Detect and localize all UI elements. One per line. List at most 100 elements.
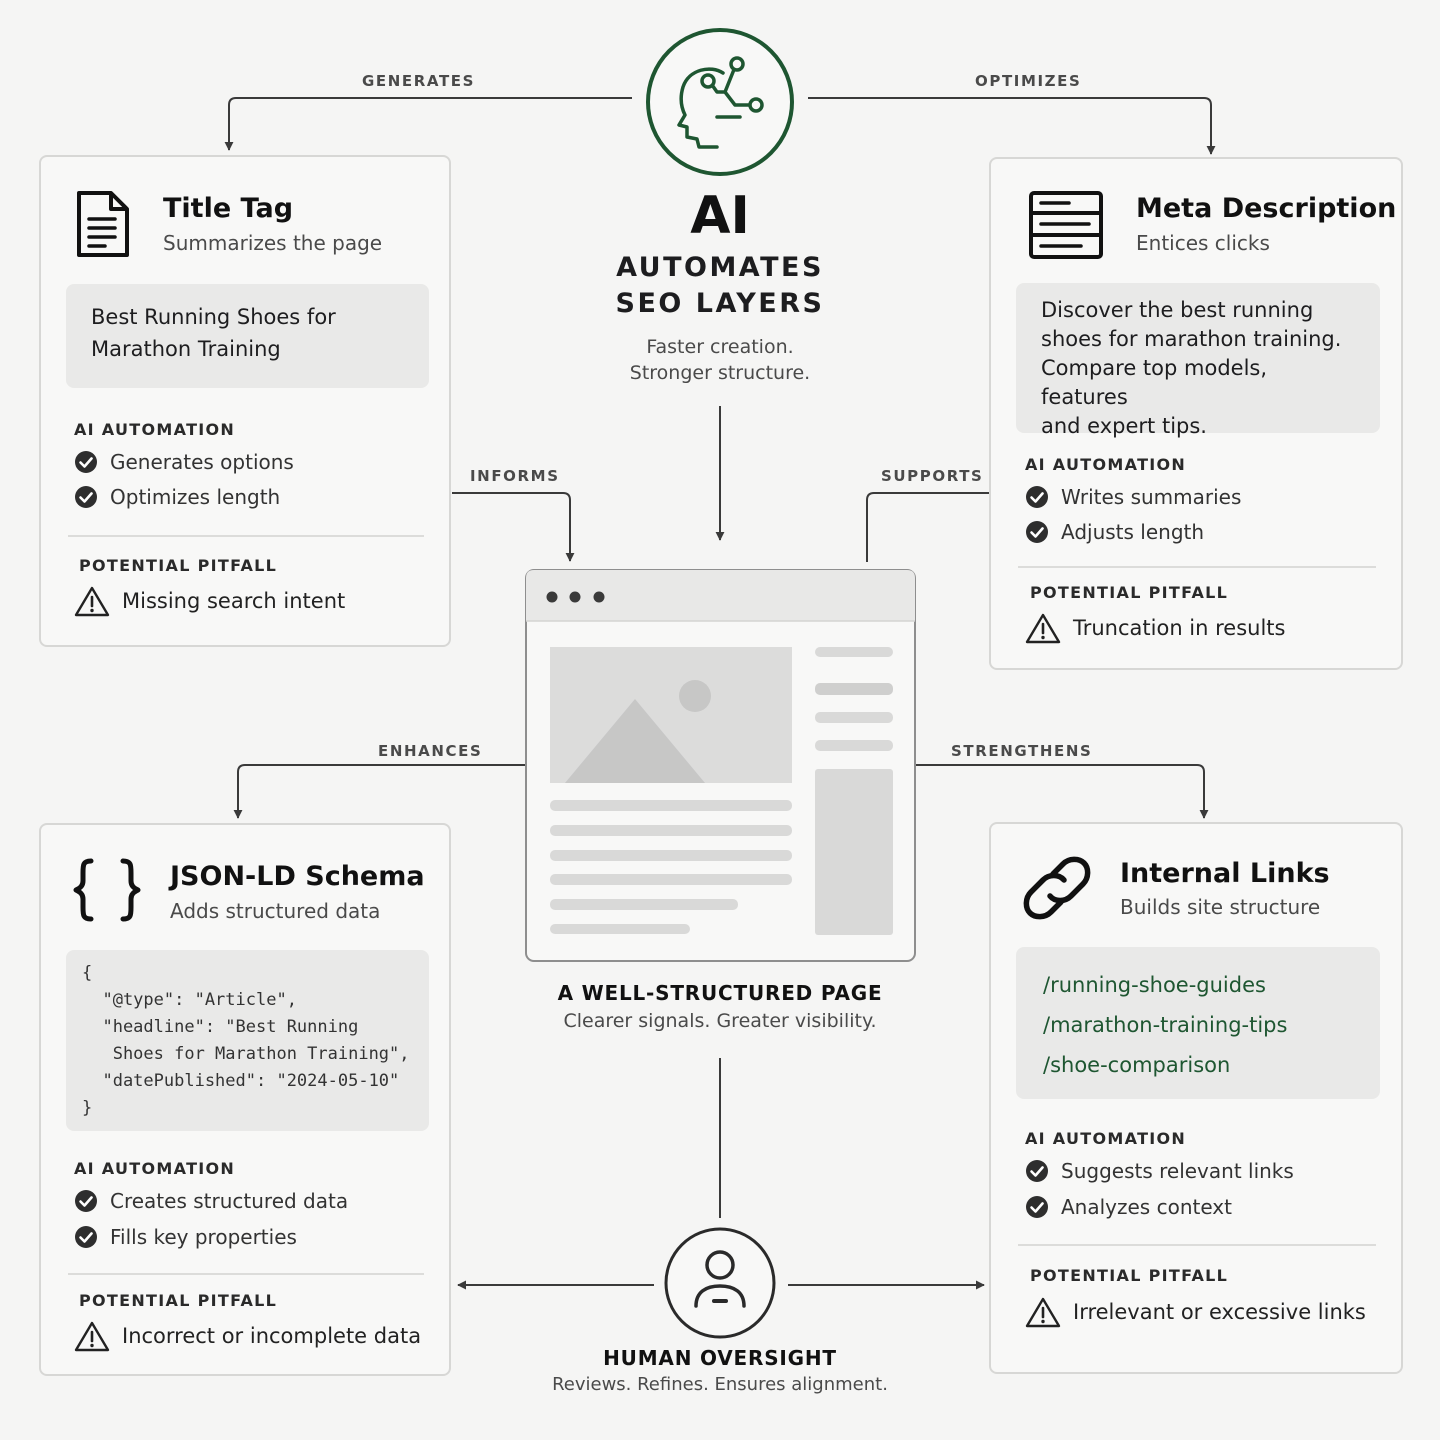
pitfall-text: Truncation in results	[1073, 616, 1286, 640]
automation-item-label: Optimizes length	[110, 485, 281, 509]
hub-tagline-line1: Faster creation.	[646, 336, 794, 358]
automation-item: Analyzes context	[1025, 1195, 1232, 1219]
check-circle-icon	[75, 1226, 97, 1248]
pitfall-text: Missing search intent	[122, 589, 346, 613]
pitfall-label: POTENTIAL PITFALL	[1030, 1266, 1229, 1285]
text-lines-icon	[1029, 191, 1103, 259]
card-json-ld-schema: JSON-LD Schema Adds structured data { "@…	[39, 823, 451, 1376]
card-subtitle: Builds site structure	[1120, 895, 1321, 919]
example-box: Discover the best running shoes for mara…	[1016, 283, 1380, 438]
connector-supports	[866, 492, 989, 562]
example-box: Best Running Shoes for Marathon Training	[66, 284, 429, 388]
hub-title: AI	[690, 186, 750, 246]
code-line: Shoes for Marathon Training",	[82, 1044, 410, 1064]
oversight-title: HUMAN OVERSIGHT	[603, 1346, 837, 1370]
check-circle-icon	[1026, 521, 1048, 543]
card-title: Internal Links	[1120, 858, 1330, 889]
connector-optimizes	[808, 97, 1216, 155]
check-circle-icon	[75, 451, 97, 473]
link-item[interactable]: /running-shoe-guides	[1043, 973, 1266, 997]
automation-item-label: Writes summaries	[1061, 485, 1242, 509]
card-subtitle: Summarizes the page	[163, 231, 383, 255]
chain-link-icon	[1023, 856, 1091, 920]
automation-item: Generates options	[74, 450, 294, 474]
pitfall-text: Irrelevant or excessive links	[1073, 1300, 1366, 1324]
page-title: A WELL-STRUCTURED PAGE	[557, 981, 883, 1005]
warning-icon	[74, 1321, 110, 1352]
automation-label: AI AUTOMATION	[74, 420, 236, 439]
hub-subtitle-line1: AUTOMATES	[616, 252, 824, 283]
pitfall-text: Incorrect or incomplete data	[122, 1324, 422, 1348]
automation-item: Fills key properties	[74, 1225, 297, 1249]
check-circle-icon	[1026, 1160, 1048, 1182]
card-internal-links: Internal Links Builds site structure /ru…	[989, 822, 1403, 1374]
warning-icon	[74, 586, 110, 617]
oversight-caption: Reviews. Refines. Ensures alignment.	[552, 1374, 888, 1395]
edge-label-strengthens: STRENGTHENS	[951, 742, 1093, 760]
automation-label: AI AUTOMATION	[74, 1159, 236, 1178]
pitfall-item: Truncation in results	[1025, 612, 1285, 644]
automation-item: Suggests relevant links	[1025, 1159, 1294, 1183]
document-icon	[77, 191, 129, 257]
automation-item-label: Analyzes context	[1061, 1195, 1232, 1219]
divider	[1018, 566, 1376, 568]
pitfall-item: Incorrect or incomplete data	[74, 1320, 421, 1352]
card-title-tag: Title Tag Summarizes the page Best Runni…	[39, 155, 451, 647]
example-line: and expert tips.	[1041, 414, 1207, 438]
example-line: Best Running Shoes for	[91, 305, 336, 329]
edge-label-enhances: ENHANCES	[378, 742, 483, 760]
pitfall-label: POTENTIAL PITFALL	[1030, 583, 1229, 602]
edge-label-optimizes: OPTIMIZES	[975, 72, 1082, 90]
hub-subtitle-line2: SEO LAYERS	[615, 288, 825, 319]
automation-label: AI AUTOMATION	[1025, 1129, 1187, 1148]
pitfall-item: Missing search intent	[74, 585, 345, 617]
link-item[interactable]: /marathon-training-tips	[1043, 1013, 1288, 1037]
page-caption: Clearer signals. Greater visibility.	[563, 1010, 877, 1032]
card-subtitle: Adds structured data	[170, 899, 381, 923]
divider	[1018, 1244, 1376, 1246]
pitfall-label: POTENTIAL PITFALL	[79, 1291, 278, 1310]
card-title: JSON-LD Schema	[170, 861, 425, 892]
divider	[68, 535, 424, 537]
card-title: Meta Description	[1136, 193, 1397, 224]
check-circle-icon	[75, 486, 97, 508]
check-circle-icon	[1026, 1196, 1048, 1218]
pitfall-label: POTENTIAL PITFALL	[79, 556, 278, 575]
connector-enhances	[233, 764, 526, 819]
divider	[68, 1273, 424, 1275]
automation-item: Writes summaries	[1025, 485, 1241, 509]
automation-item: Adjusts length	[1025, 520, 1204, 544]
automation-item: Optimizes length	[74, 485, 280, 509]
code-line: "@type": "Article",	[82, 990, 297, 1010]
curly-braces-icon	[73, 858, 141, 922]
code-box: { "@type": "Article", "headline": "Best …	[66, 950, 429, 1131]
automation-item-label: Adjusts length	[1061, 520, 1205, 544]
edge-label-informs: INFORMS	[470, 467, 560, 485]
example-line: shoes for marathon training.	[1041, 327, 1342, 351]
card-title: Title Tag	[163, 193, 294, 224]
automation-item-label: Generates options	[110, 450, 294, 474]
connector-strengthens	[915, 764, 1209, 819]
automation-item-label: Fills key properties	[110, 1225, 297, 1249]
connector-informs	[452, 492, 575, 562]
code-line: {	[82, 963, 93, 983]
person-icon	[664, 1227, 776, 1339]
warning-icon	[1025, 1297, 1061, 1328]
automation-item-label: Creates structured data	[110, 1189, 349, 1213]
example-line: Compare top models, features	[1041, 356, 1268, 409]
code-line: "headline": "Best Running	[82, 1017, 359, 1037]
check-circle-icon	[1026, 486, 1048, 508]
example-line: Marathon Training	[91, 337, 281, 361]
check-circle-icon	[75, 1190, 97, 1212]
browser-window-icon	[525, 569, 916, 962]
automation-item-label: Suggests relevant links	[1061, 1159, 1294, 1183]
automation-label: AI AUTOMATION	[1025, 455, 1187, 474]
pitfall-item: Irrelevant or excessive links	[1025, 1296, 1366, 1328]
card-subtitle: Entices clicks	[1136, 231, 1270, 255]
code-line: "datePublished": "2024-05-10"	[82, 1071, 400, 1091]
hub-tagline-line2: Stronger structure.	[629, 362, 811, 384]
edge-label-generates: GENERATES	[362, 72, 476, 90]
card-meta-description: Meta Description Entices clicks Discover…	[989, 157, 1403, 670]
link-item[interactable]: /shoe-comparison	[1043, 1053, 1231, 1077]
